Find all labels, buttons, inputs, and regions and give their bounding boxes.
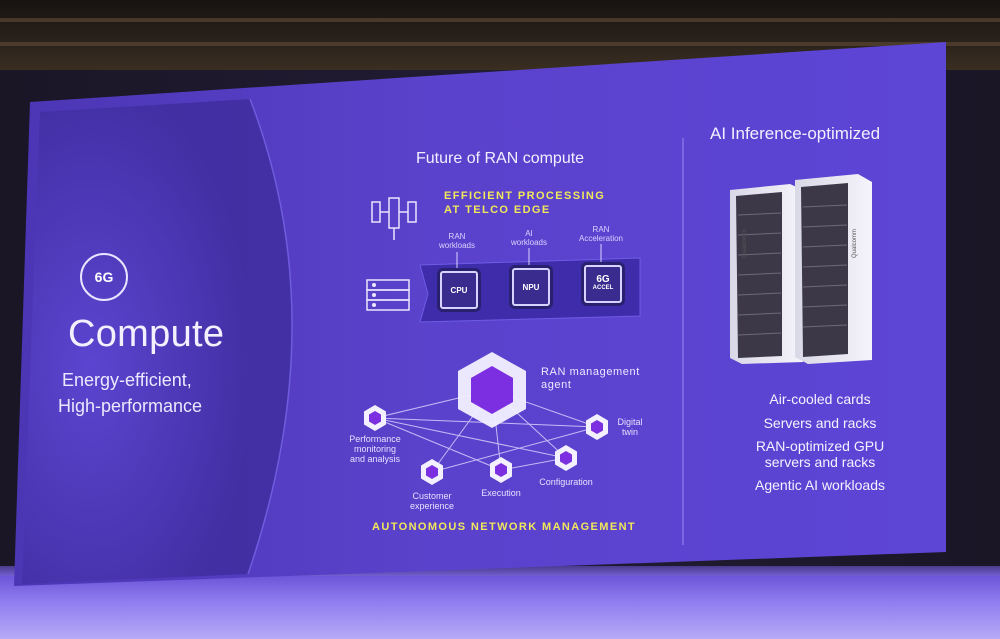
- node-label: Execution: [481, 488, 521, 498]
- left-panel-arc: [22, 99, 293, 584]
- hexagon-node-icon: [586, 414, 608, 440]
- 6g-badge: 6G: [80, 253, 128, 301]
- hexagon-node-icon: [458, 352, 526, 428]
- workload-caption: RAN workloads: [438, 232, 475, 250]
- bullet-item: servers and racks: [764, 454, 876, 470]
- node-label: Performance monitoring and analysis: [349, 434, 401, 464]
- subtitle-line-2: High-performance: [58, 396, 203, 416]
- accelerator-chip-icon: 6G ACCEL: [584, 265, 622, 303]
- bullet-item: RAN-optimized GPU: [755, 438, 885, 454]
- rack-brand: Qualcomm: [742, 228, 748, 258]
- workload-caption: RAN Acceleration: [578, 225, 624, 243]
- right-title: AI Inference-optimized: [710, 124, 881, 143]
- hexagon-node-icon: [490, 457, 512, 483]
- hexagon-node-icon: [364, 405, 386, 431]
- headline: Compute: [68, 313, 225, 355]
- bullet-item: Servers and racks: [763, 415, 877, 431]
- footer-heading: AUTONOMOUS NETWORK MANAGEMENT: [372, 521, 637, 533]
- bullet-item: Air-cooled cards: [769, 391, 871, 407]
- edge-heading-line-2: AT TELCO EDGE: [444, 204, 551, 216]
- satellite-antenna-icon: [371, 197, 417, 240]
- server-stack-icon: [366, 279, 410, 311]
- server-rack-icon: [795, 174, 872, 364]
- npu-chip-icon: NPU: [512, 268, 550, 306]
- bullet-item: Agentic AI workloads: [755, 477, 885, 493]
- rack-brand: Qualcomm: [852, 228, 858, 258]
- node-label: Digital twin: [617, 417, 643, 437]
- subtitle-line-1: Energy-efficient,: [62, 370, 192, 390]
- edge-heading-line-1: EFFICIENT PROCESSING: [444, 190, 606, 202]
- stage-floor: [0, 576, 1000, 639]
- cpu-chip-icon: CPU: [440, 271, 478, 309]
- agent-label: RAN management agent: [541, 366, 640, 391]
- hexagon-node-icon: [421, 459, 443, 485]
- node-label: Customer experience: [409, 491, 455, 511]
- middle-title: Future of RAN compute: [416, 150, 585, 167]
- node-label: Configuration: [539, 477, 593, 487]
- workload-caption: AI workloads: [510, 229, 547, 247]
- hexagon-node-icon: [555, 445, 577, 471]
- server-rack-icon: [730, 184, 803, 364]
- ceiling: [0, 0, 1000, 70]
